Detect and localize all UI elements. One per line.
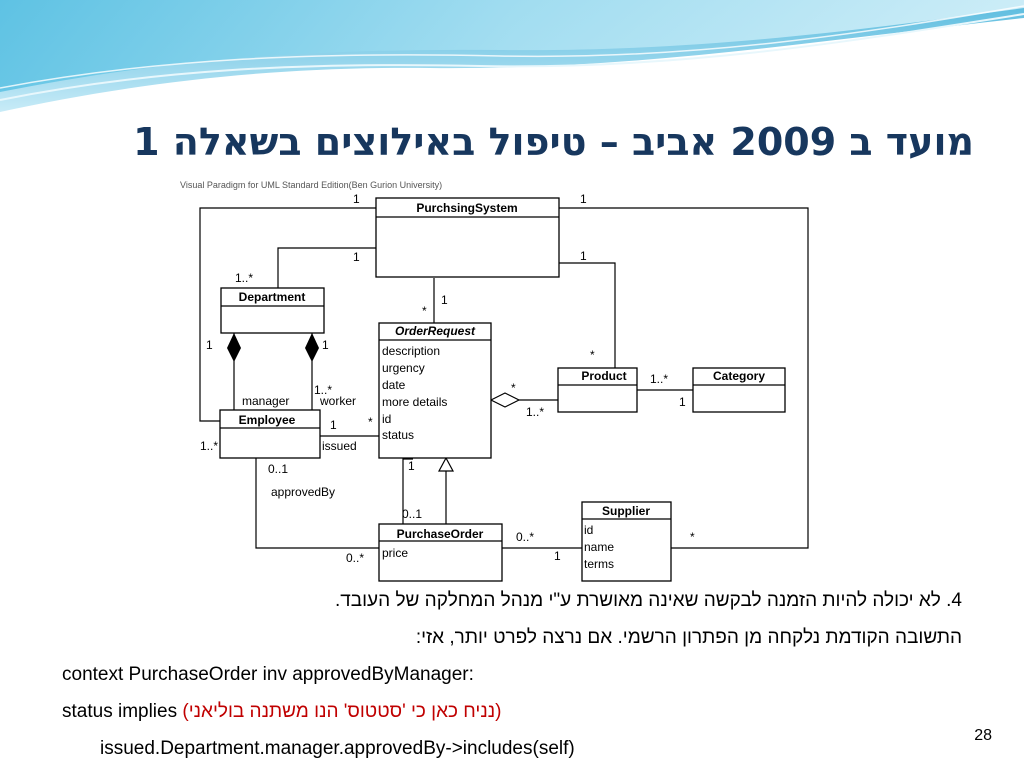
class-employee: Employee xyxy=(219,409,321,459)
class-name: Category xyxy=(713,369,765,383)
class-purchsing-system: PurchsingSystem xyxy=(375,197,560,278)
attribute: date xyxy=(382,378,406,392)
class-department: Department xyxy=(220,287,325,334)
class-purchase-order: PurchaseOrder price xyxy=(378,523,503,582)
multiplicity-label: 1 xyxy=(580,249,587,263)
multiplicity-label: 0..* xyxy=(516,530,534,544)
multiplicity-label: 1..* xyxy=(235,271,253,285)
multiplicity-label: * xyxy=(422,304,427,318)
constraint-text-line: 4. לא יכולה להיות הזמנה לבקשה שאינה מאוש… xyxy=(334,590,962,611)
class-supplier: Supplier id name terms xyxy=(581,501,672,582)
multiplicity-label: 1 xyxy=(206,338,213,352)
attribute: urgency xyxy=(382,361,425,375)
attribute: id xyxy=(584,523,593,537)
role-label: manager xyxy=(242,394,289,408)
class-category: Category xyxy=(692,367,786,413)
ocl-implies-line: status implies (נניח כאן כי 'סטטוס' הנו … xyxy=(62,701,501,723)
multiplicity-label: 1..* xyxy=(200,439,218,453)
class-product: Product xyxy=(557,367,638,413)
generalization-arrow xyxy=(437,456,455,472)
multiplicity-label: 0..* xyxy=(346,551,364,565)
role-label: approvedBy xyxy=(271,485,335,499)
class-name: Supplier xyxy=(602,504,650,518)
attribute: terms xyxy=(584,557,614,571)
attribute: price xyxy=(382,546,408,560)
multiplicity-label: 1 xyxy=(322,338,329,352)
multiplicity-label: 1 xyxy=(580,192,587,206)
multiplicity-label: 0..1 xyxy=(402,507,422,521)
slide-title: מועד ב 2009 אביב – טיפול באילוצים בשאלה … xyxy=(133,120,974,164)
class-name: PurchsingSystem xyxy=(416,201,517,215)
attribute: status xyxy=(382,428,414,442)
class-name: Department xyxy=(239,290,306,304)
attribute: description xyxy=(382,344,440,358)
role-label: issued xyxy=(322,439,357,453)
role-label: worker xyxy=(319,394,356,408)
class-name: Product xyxy=(581,369,626,383)
association-lines xyxy=(199,207,809,549)
ocl-code: status implies xyxy=(62,701,178,722)
ocl-expression-line: issued.Department.manager.approvedBy->in… xyxy=(100,738,575,759)
multiplicity-label: * xyxy=(368,415,373,429)
multiplicity-label: * xyxy=(511,381,516,395)
diagram-watermark: Visual Paradigm for UML Standard Edition… xyxy=(180,180,442,190)
class-order-request: OrderRequest description urgency date mo… xyxy=(378,322,492,459)
association-labels: 1 1 1 1..* 1 * 1 1 1 manager 1..* worker… xyxy=(200,192,695,565)
multiplicity-label: 1..* xyxy=(526,405,544,419)
attribute: id xyxy=(382,412,391,426)
multiplicity-label: 1 xyxy=(330,418,337,432)
page-number: 28 xyxy=(974,727,992,744)
multiplicity-label: 0..1 xyxy=(268,462,288,476)
aggregation-diamond xyxy=(489,392,521,408)
composition-diamond-worker xyxy=(305,333,319,362)
attribute: name xyxy=(584,540,614,554)
multiplicity-label: 1 xyxy=(679,395,686,409)
multiplicity-label: * xyxy=(590,348,595,362)
multiplicity-label: 1..* xyxy=(314,383,332,397)
multiplicity-label: 1 xyxy=(408,459,415,473)
multiplicity-label: 1 xyxy=(353,250,360,264)
multiplicity-label: 1..* xyxy=(650,372,668,386)
ocl-note: (נניח כאן כי 'סטטוס' הנו משתנה בוליאני) xyxy=(182,701,502,722)
class-name: Employee xyxy=(239,413,296,427)
header-wave-decoration xyxy=(0,0,1024,112)
uml-class-diagram: PurchsingSystem Department OrderRequest … xyxy=(180,180,809,582)
class-name: OrderRequest xyxy=(395,324,476,338)
multiplicity-label: * xyxy=(690,530,695,544)
composition-diamond-manager xyxy=(227,333,241,362)
attribute: more details xyxy=(382,395,447,409)
multiplicity-label: 1 xyxy=(554,549,561,563)
constraint-text-line: התשובה הקודמת נלקחה מן הפתרון הרשמי. אם … xyxy=(415,627,962,648)
ocl-context-line: context PurchaseOrder inv approvedByMana… xyxy=(62,664,474,685)
multiplicity-label: 1 xyxy=(441,293,448,307)
class-name: PurchaseOrder xyxy=(397,527,484,541)
multiplicity-label: 1 xyxy=(353,192,360,206)
